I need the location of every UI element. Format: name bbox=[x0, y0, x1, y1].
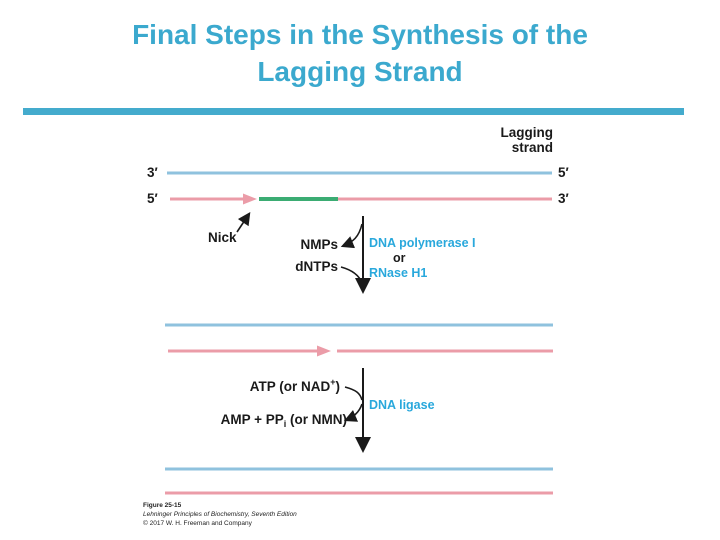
amp-label-prefix: AMP + PP bbox=[220, 412, 284, 427]
lagging-strand-label: Lagging strand bbox=[500, 125, 554, 155]
atp-label: ATP (or NAD+) bbox=[200, 377, 340, 394]
slide-title-line2: Lagging Strand bbox=[257, 56, 463, 87]
amp-label: AMP + PPi (or NMN) bbox=[180, 412, 347, 429]
step2-atp-in-curve bbox=[344, 386, 363, 401]
title-divider-rule bbox=[23, 108, 684, 115]
middle-strand-arrowhead bbox=[317, 345, 331, 357]
dntps-label: dNTPs bbox=[295, 259, 338, 274]
step2-amp-out-curve-arrow bbox=[343, 403, 363, 422]
nmps-label: NMPs bbox=[300, 237, 338, 252]
rnase-h1-label: RNase H1 bbox=[369, 266, 428, 280]
step1-dntps-in-curve bbox=[340, 266, 363, 284]
nick-pointer-arrow bbox=[236, 212, 251, 233]
amp-i-subscript: i bbox=[283, 419, 287, 429]
figure-copyright: © 2017 W. H. Freeman and Company bbox=[143, 519, 252, 527]
okazaki-fragment-arrowhead bbox=[243, 193, 257, 205]
bottom-strand-5prime-label: 5′ bbox=[147, 191, 158, 206]
dna-polymerase-i-label: DNA polymerase I bbox=[369, 236, 476, 250]
atp-label-suffix: ) bbox=[335, 379, 341, 394]
nick-label: Nick bbox=[208, 230, 237, 245]
slide-title: Final Steps in the Synthesis of the Lagg… bbox=[0, 16, 720, 90]
figure-source: Lehninger Principles of Biochemistry, Se… bbox=[143, 510, 297, 518]
amp-label-suffix: (or NMN) bbox=[286, 412, 347, 427]
or-label: or bbox=[393, 251, 406, 265]
slide-title-line1: Final Steps in the Synthesis of the bbox=[132, 19, 588, 50]
bottom-strand-3prime-label: 3′ bbox=[558, 191, 569, 206]
top-strand-5prime-label: 5′ bbox=[558, 165, 569, 180]
atp-label-prefix: ATP (or NAD bbox=[249, 379, 331, 394]
atp-plus-superscript: + bbox=[330, 377, 336, 387]
dna-ligase-label: DNA ligase bbox=[369, 398, 435, 412]
step1-nmps-out-curve-arrow bbox=[340, 223, 363, 249]
figure-number: Figure 25-15 bbox=[143, 502, 182, 509]
top-strand-3prime-label: 3′ bbox=[147, 165, 158, 180]
figure-caption: Figure 25-15 Lehninger Principles of Bio… bbox=[143, 502, 297, 528]
